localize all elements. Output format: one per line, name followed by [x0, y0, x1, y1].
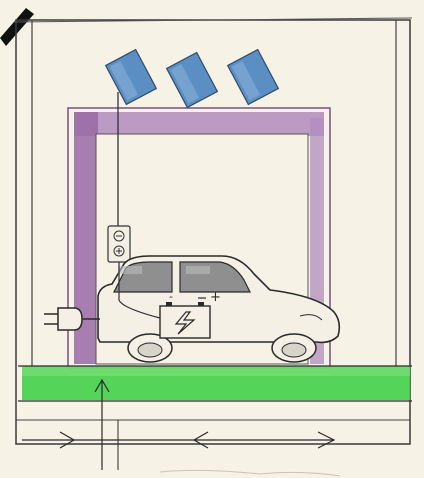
solar-panels: [106, 50, 279, 108]
battery-minus-sign: -: [169, 290, 173, 303]
green-floor: [18, 366, 412, 401]
outlet-icon: [108, 226, 130, 262]
battery-plus-sign: +: [210, 290, 221, 305]
